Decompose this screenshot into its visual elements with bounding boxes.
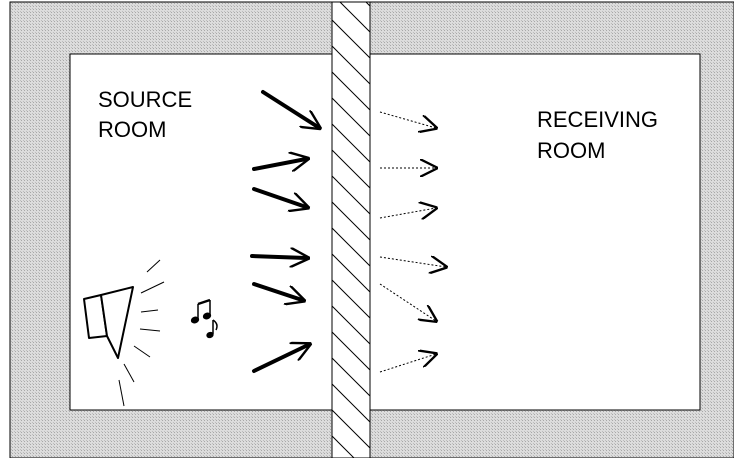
source-room-label-line2: ROOM	[98, 117, 166, 142]
receiving-room-label-line2: ROOM	[537, 138, 605, 163]
incident-arrow	[252, 256, 306, 258]
partition-hatching	[332, 2, 370, 458]
receiving-room-label-line1: RECEIVING	[537, 107, 658, 132]
source-room-label-line1: SOURCE	[98, 87, 192, 112]
